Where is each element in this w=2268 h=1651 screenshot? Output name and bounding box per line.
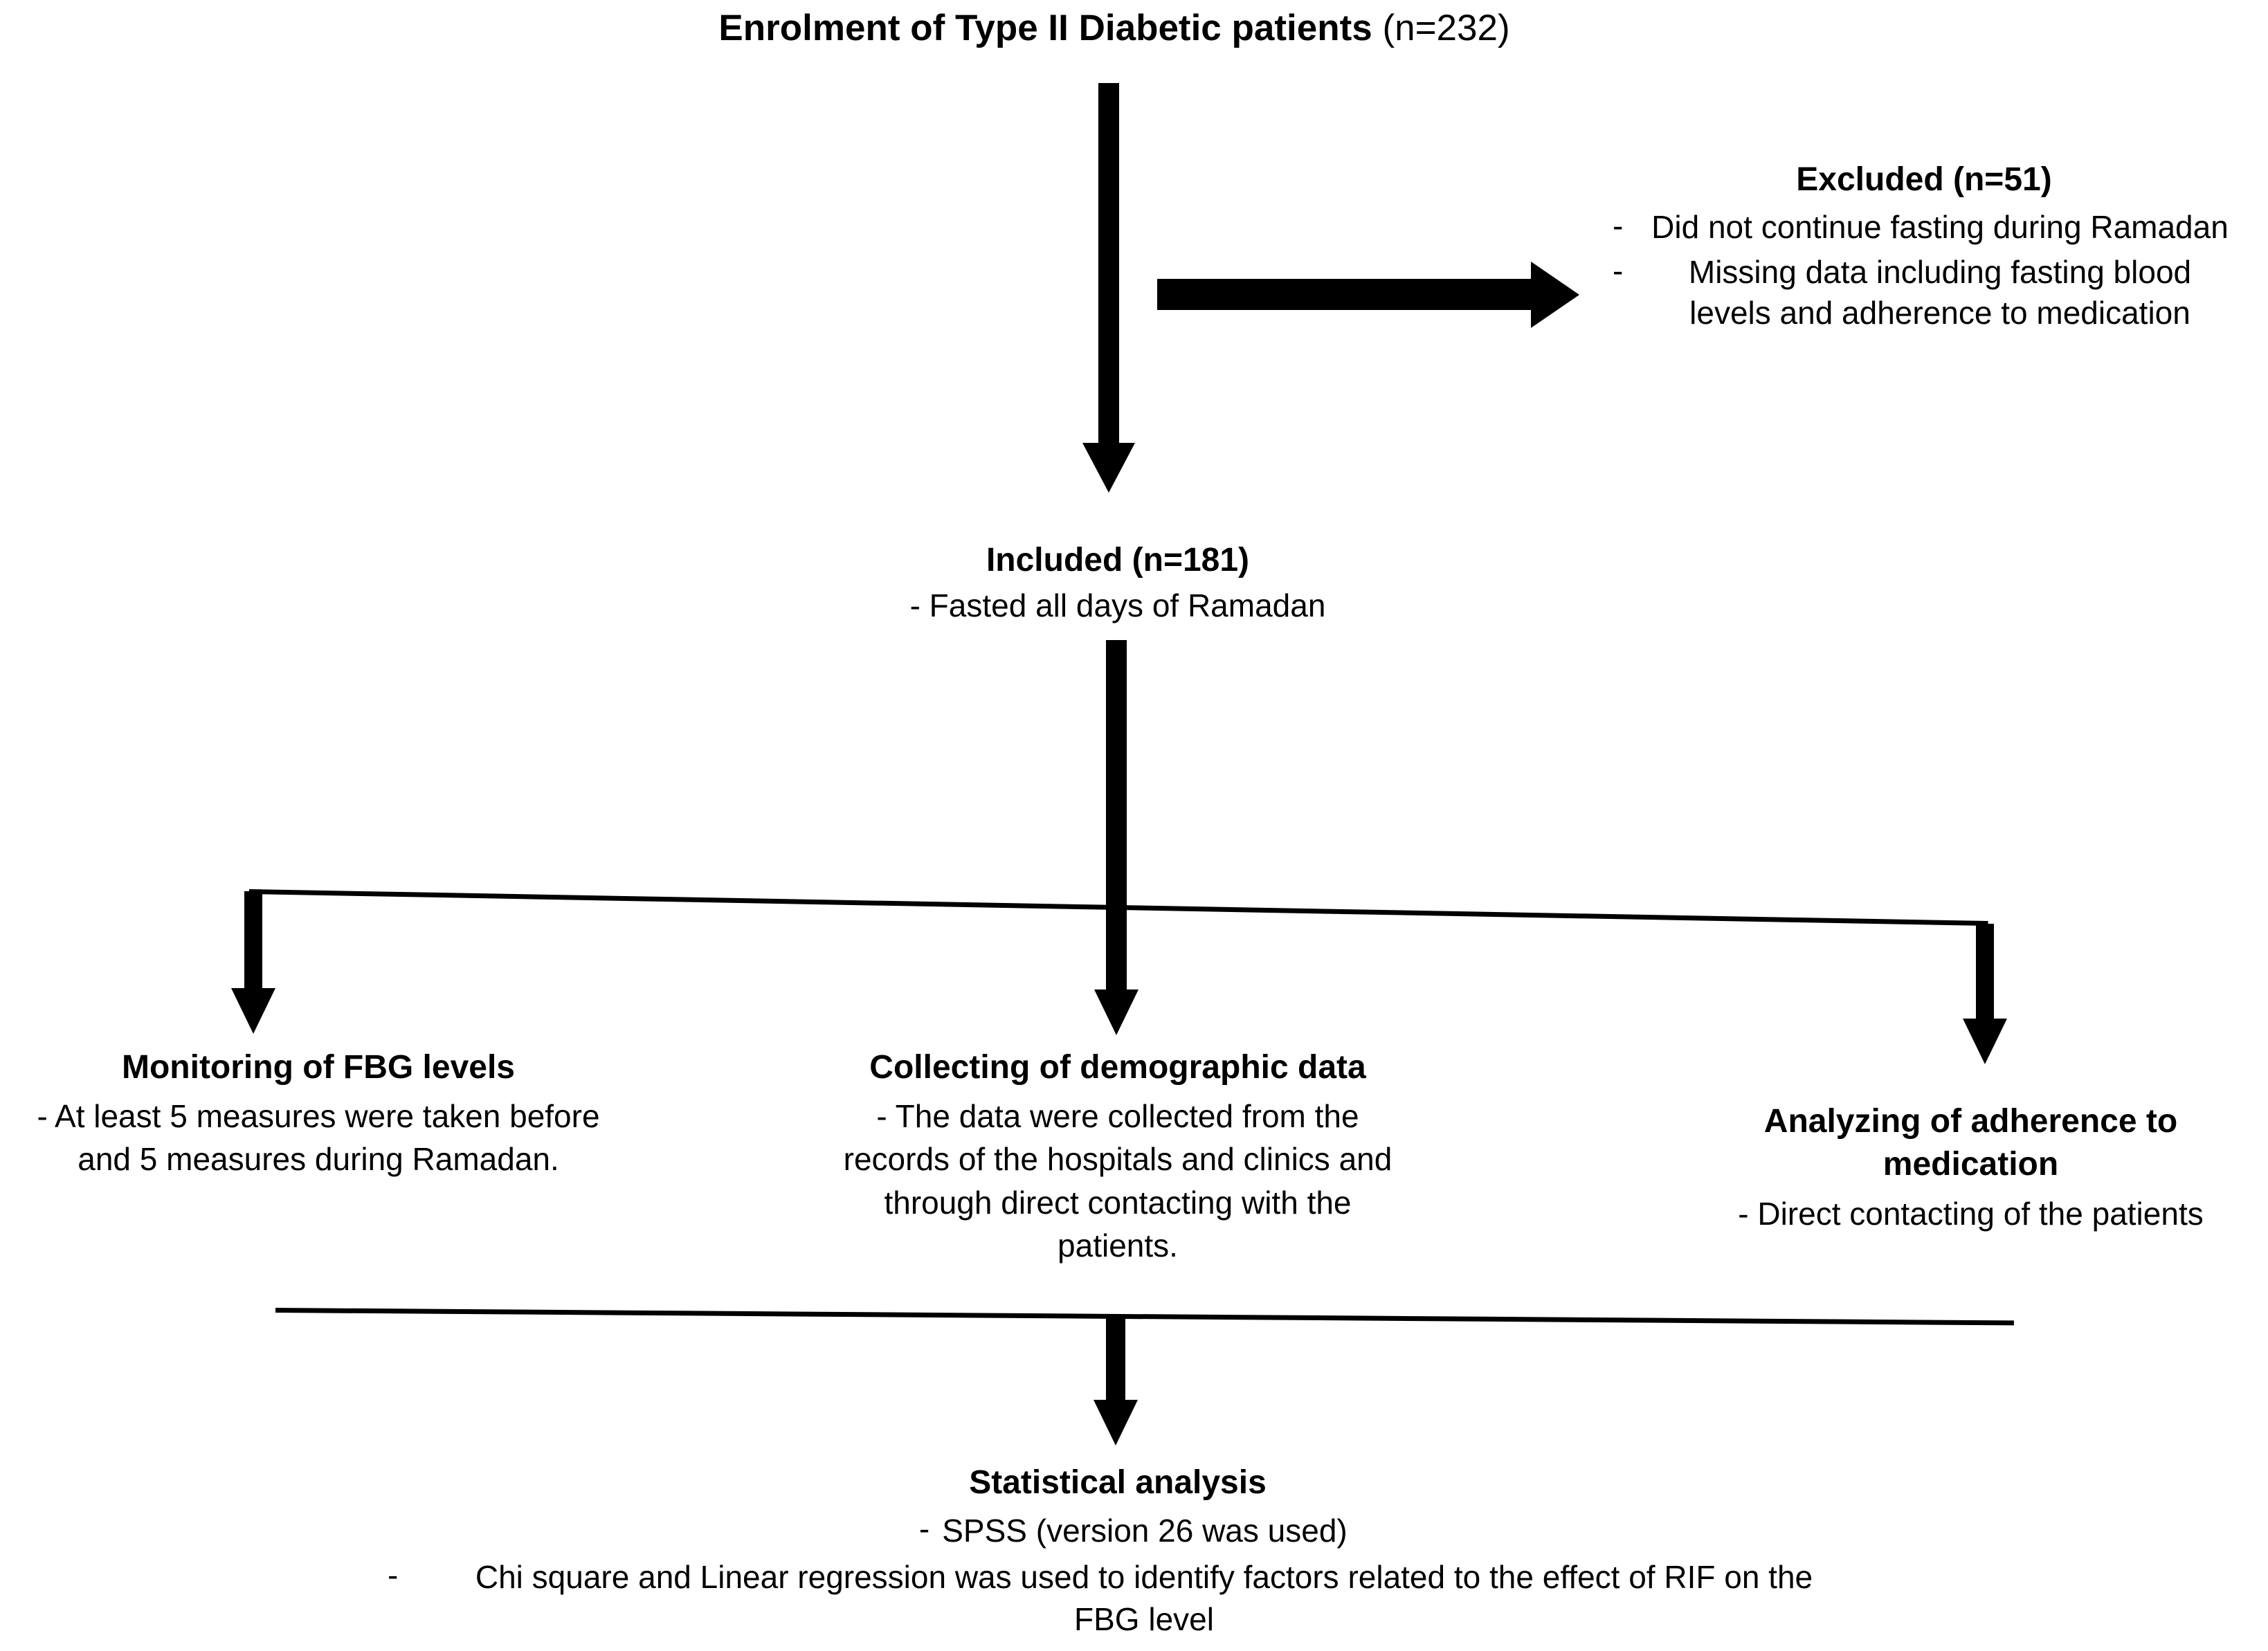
branch-arrow-middle-shaft [1106,900,1127,993]
excluded-item-1: - Missing data including fasting blood l… [1613,252,2235,334]
arrow-enrolment-to-included-head [1082,443,1135,493]
page-title-count: (n=232) [1372,8,1510,48]
branch-demographic-data: Collecting of demographic data - The dat… [820,1046,1415,1267]
branch-adherence-medication-body: - Direct contacting of the patients [1738,1195,2204,1232]
included-heading: Included (n=181) [986,542,1250,578]
branch-monitoring-fbg: Monitoring of FBG levels - At least 5 me… [7,1046,630,1181]
arrow-enrolment-to-included-shaft [1098,83,1119,446]
branch-arrow-right-shaft [1976,924,1994,1022]
included-to-branch-shaft [1106,640,1127,910]
statistical-analysis-item-1-text: Chi square and Linear regression was use… [475,1559,1813,1637]
arrow-to-statistical-analysis-shaft [1106,1315,1125,1403]
statistical-analysis-item-0-text: SPSS (version 26 was used) [942,1513,1348,1549]
branch-adherence-medication-heading: Analyzing of adherence to medication [1763,1103,2178,1183]
arrow-to-excluded-shaft [1157,279,1534,310]
excluded-bullet-0: - [1613,208,1624,244]
excluded-item-0: - Did not continue fasting during Ramada… [1613,207,2235,248]
statistical-analysis-item-0: - SPSS (version 26 was used) [388,1510,1848,1552]
branch-arrow-right-head [1963,1019,2007,1064]
statistical-analysis-heading: Statistical analysis [969,1464,1267,1501]
branch-monitoring-fbg-heading: Monitoring of FBG levels [121,1049,515,1086]
excluded-block: Excluded (n=51) - Did not continue fasti… [1613,158,2235,334]
branch-adherence-medication: Analyzing of adherence to medication - D… [1675,1100,2267,1235]
excluded-heading: Excluded (n=51) [1796,161,2052,198]
statistical-analysis-block: Statistical analysis - SPSS (version 26 … [388,1461,1848,1641]
statistical-analysis-item-1: - Chi square and Linear regression was u… [388,1556,1848,1640]
excluded-item-0-text: Did not continue fasting during Ramadan [1651,209,2229,246]
excluded-item-1-text: Missing data including fasting blood lev… [1688,254,2192,331]
page-title: Enrolment of Type II Diabetic patients (… [526,4,1703,53]
statistical-analysis-bullet-0: - [918,1511,930,1547]
branch-arrow-left-head [231,988,275,1034]
branch-demographic-data-body: - The data were collected from the recor… [843,1098,1392,1264]
included-block: Included (n=181) - Fasted all days of Ra… [761,538,1474,624]
arrow-to-excluded-head [1531,262,1579,328]
statistical-analysis-bullet-1: - [388,1557,399,1594]
page-title-bold: Enrolment of Type II Diabetic patients [718,8,1372,48]
included-subtitle: - Fasted all days of Ramadan [909,587,1326,624]
branch-demographic-data-heading: Collecting of demographic data [869,1049,1366,1086]
branch-monitoring-fbg-body: - At least 5 measures were taken before … [37,1098,600,1178]
branch-arrow-left-shaft [244,891,262,992]
excluded-bullet-1: - [1613,253,1624,289]
arrow-to-statistical-analysis-head [1094,1400,1138,1445]
branch-arrow-middle-head [1094,989,1138,1035]
branch-merge-rule [275,1308,2014,1326]
